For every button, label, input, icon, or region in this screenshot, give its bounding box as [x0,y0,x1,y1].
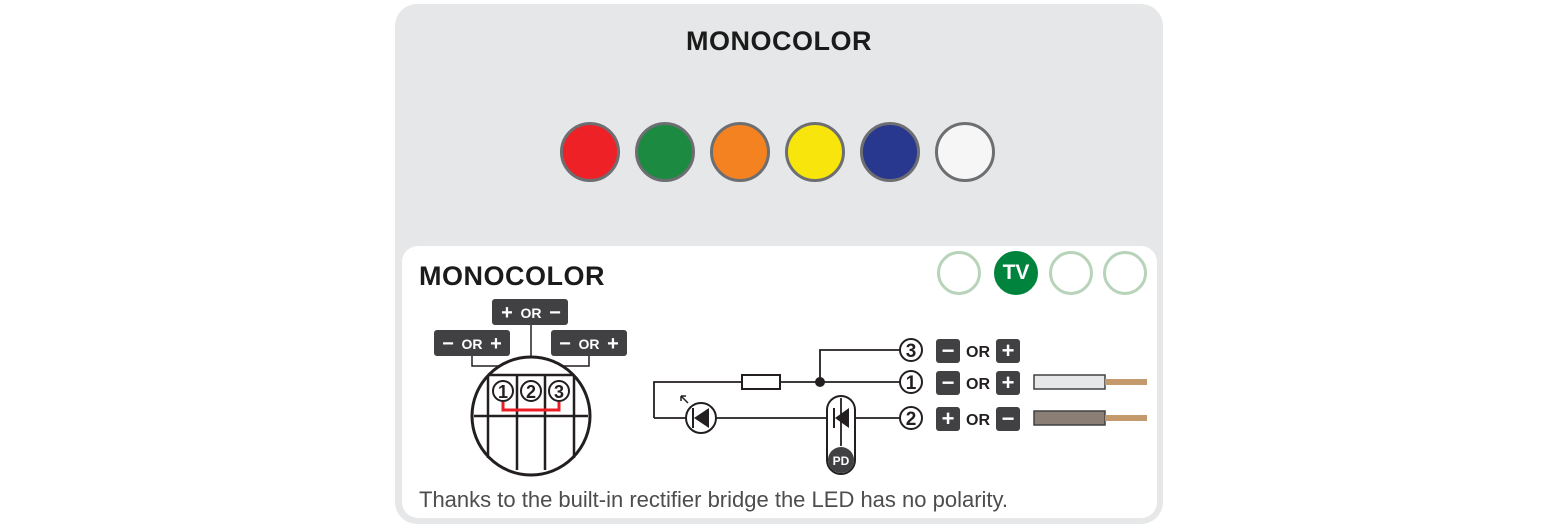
pin-label-right-a: − [559,333,571,355]
pin-label-left-or: OR [462,336,483,352]
swatch-red[interactable] [560,122,620,182]
swatch-green[interactable] [635,122,695,182]
pin-label-top-or: OR [521,305,542,321]
pd-label: PD [833,454,850,468]
pin-label-right: − OR + [551,330,627,356]
badge-empty-3 [1103,251,1147,295]
pin-1: 1 [492,380,514,402]
pin-label-right-or: OR [579,336,600,352]
svg-text:1: 1 [498,382,508,402]
pin-label-top: + OR − [492,299,568,325]
svg-text:OR: OR [966,344,990,361]
pin-label-top-b: − [549,302,561,324]
svg-text:−: − [1002,406,1015,431]
svg-text:2: 2 [906,409,917,430]
svg-text:3: 3 [554,382,564,402]
swatch-yellow[interactable] [785,122,845,182]
svg-text:+: + [1002,338,1015,363]
protection-diode-icon: PD [826,395,856,475]
cable-brown [1033,410,1147,426]
pin-2: 2 [520,380,542,402]
pin-label-left-a: − [442,333,454,355]
card-title: MONOCOLOR [686,26,872,56]
pin-label-left-b: + [490,333,502,355]
wire-row-1: 1 − OR + [899,370,1020,395]
panel-title: MONOCOLOR [419,261,605,291]
badge-empty-2 [1049,251,1093,295]
polarity-note: Thanks to the built-in rectifier bridge … [419,487,1009,512]
swatch-white[interactable] [935,122,995,182]
swatch-orange[interactable] [710,122,770,182]
svg-text:+: + [942,406,955,431]
connector: 1 2 3 [470,355,592,477]
svg-text:OR: OR [966,376,990,393]
svg-text:−: − [942,370,955,395]
swatch-blue[interactable] [860,122,920,182]
pin-3: 3 [548,380,570,402]
pin-label-left: − OR + [434,330,510,356]
svg-text:3: 3 [906,341,917,362]
resistor [741,374,781,390]
svg-text:1: 1 [906,373,917,394]
cable-white [1033,374,1147,390]
wire-row-3: 3 − OR + [899,338,1020,363]
junction-dot [815,377,825,387]
badge-tv: TV [994,251,1038,295]
pin-label-top-a: + [501,302,513,324]
color-swatches [560,122,995,182]
wire-row-2: 2 + OR − [899,406,1020,431]
pin-label-right-b: + [607,333,619,355]
svg-text:−: − [942,338,955,363]
schematic-wires [653,349,900,419]
svg-text:+: + [1002,370,1015,395]
badge-empty-1 [937,251,981,295]
svg-text:OR: OR [966,412,990,429]
led-diode-icon [680,395,717,434]
bridge-link [501,402,561,412]
svg-text:2: 2 [526,382,536,402]
